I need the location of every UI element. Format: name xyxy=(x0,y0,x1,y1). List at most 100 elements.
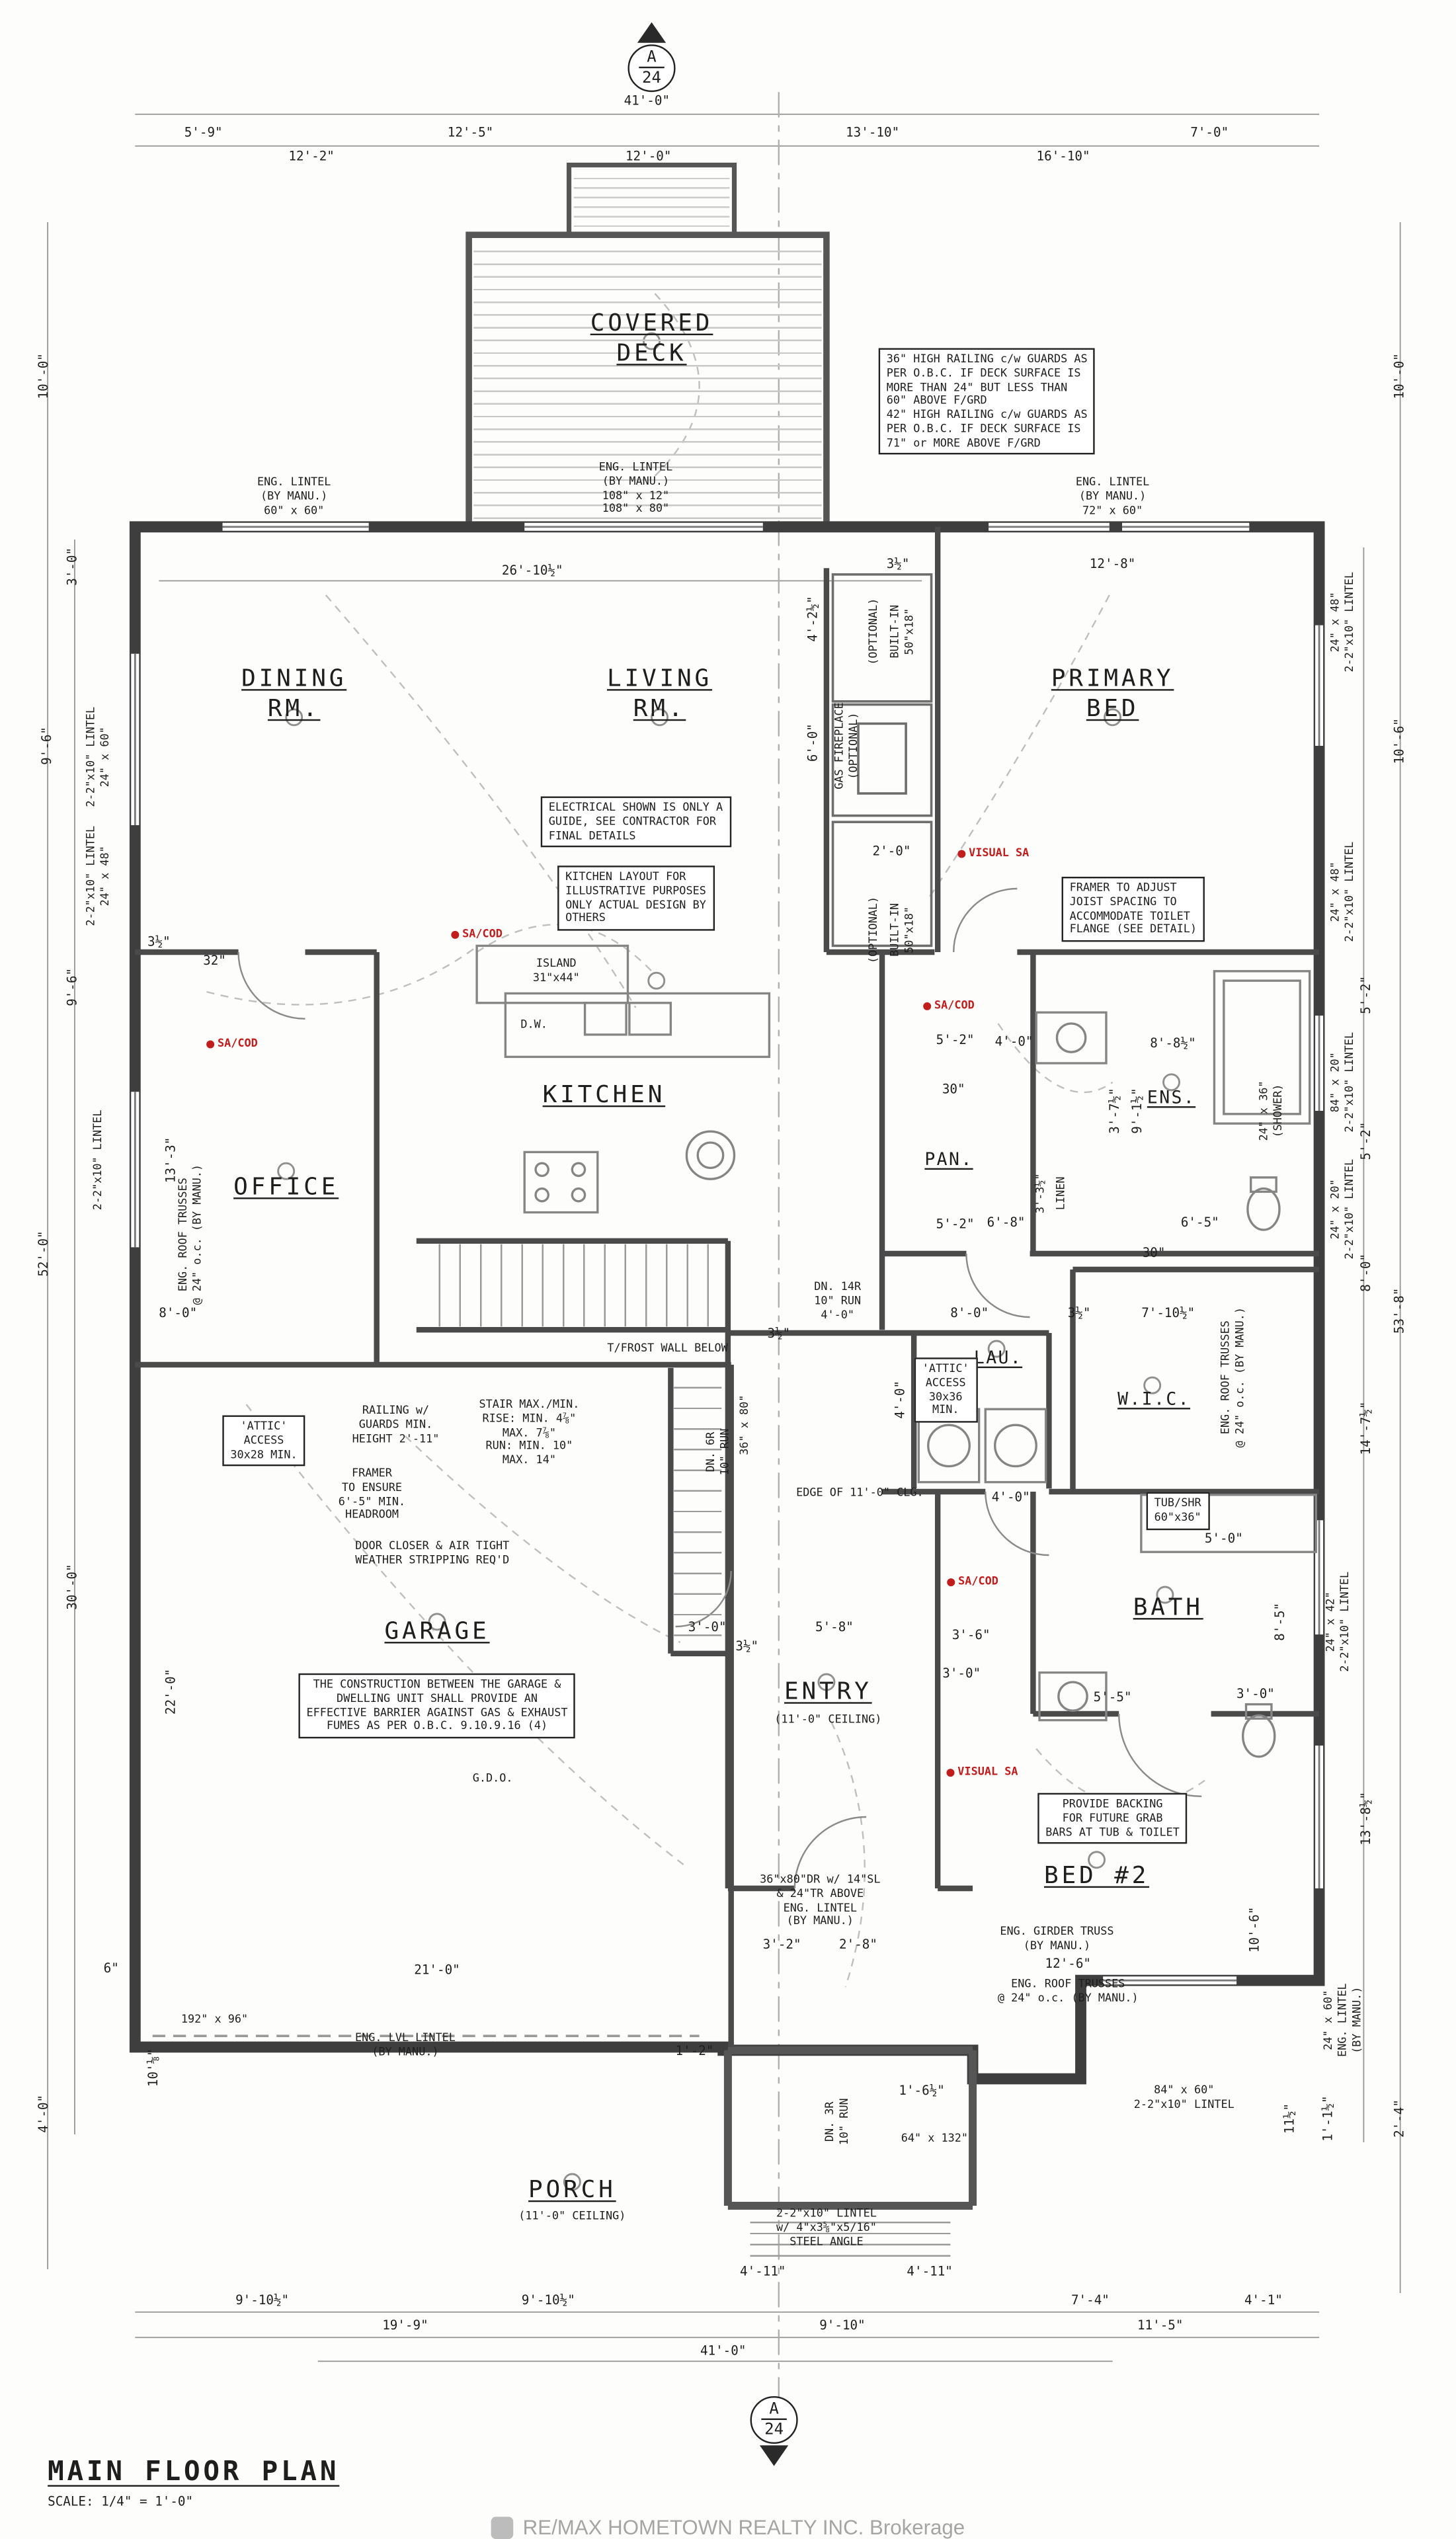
dim-label: 12'-6" xyxy=(1045,1956,1092,1971)
section-sheet: 24 xyxy=(761,2418,787,2439)
dim-label: 10'-0" xyxy=(1392,353,1407,399)
section-letter: A xyxy=(647,49,657,67)
dim-label: 12'-0" xyxy=(625,149,672,164)
lintel-label: 84" x 20" 2-2"x10" LINTEL xyxy=(1329,1031,1356,1133)
built-in-label: BUILT-IN 50"x18" xyxy=(889,604,916,659)
note-grab-bars: PROVIDE BACKING FOR FUTURE GRAB BARS AT … xyxy=(1037,1793,1188,1845)
porch-front-steps xyxy=(750,2212,951,2260)
note-attic-access: 'ATTIC' ACCESS 30x36 MIN. xyxy=(914,1357,977,1423)
dim-label: 3'-0" xyxy=(942,1666,981,1681)
dim-label: 3'-0" xyxy=(688,1620,727,1634)
dim-label: 4'-0" xyxy=(893,1380,908,1419)
room-label-laundry: LAU. xyxy=(973,1347,1023,1369)
dim-label: 30'-0" xyxy=(65,1564,80,1610)
built-in-label: BUILT-IN 50"x18" xyxy=(889,903,916,957)
eng-girder-truss-label: ENG. GIRDER TRUSS (BY MANU.) xyxy=(1000,1925,1114,1952)
dim-label: 11½" xyxy=(1282,2103,1297,2134)
lintel-label: 24" x 20" 2-2"x10" LINTEL xyxy=(1329,1158,1356,1260)
dim-label: 5'-8" xyxy=(815,1620,854,1634)
dim-label: 6'-0" xyxy=(805,723,821,762)
interior-walls xyxy=(135,526,1320,2048)
dim-label: 5'-5" xyxy=(1093,1690,1132,1705)
garage-stairs xyxy=(674,1367,722,1648)
dim-label: 4'-2½" xyxy=(805,596,821,642)
eng-roof-truss-label: ENG. ROOF TRUSSES @ 24" o.c. (BY MANU.) xyxy=(997,1978,1139,2005)
note-frost-wall: T/FROST WALL BELOW xyxy=(607,1342,728,1355)
room-label-office: OFFICE xyxy=(233,1172,339,1201)
dim-label: 5'-9" xyxy=(184,125,223,140)
stair-down-label: DN. 3R 10" RUN xyxy=(823,2098,850,2146)
dim-label: 32" xyxy=(203,953,226,968)
section-arrow-icon xyxy=(637,22,667,43)
dim-label: 9'-10½" xyxy=(235,2293,290,2308)
dim-label: 9'-6" xyxy=(40,727,54,765)
deck-stair-outline xyxy=(566,163,737,237)
dim-label: 12'-2" xyxy=(288,149,335,164)
basement-stairs xyxy=(419,1244,725,1327)
dim-label: 2'-0" xyxy=(872,844,911,859)
dim-label: 8'-5" xyxy=(1273,1602,1287,1641)
brokerage-logo-icon xyxy=(491,2516,514,2538)
dim-label: 3½" xyxy=(767,1326,791,1342)
note-deck-railing: 36" HIGH RAILING c/w GUARDS AS PER O.B.C… xyxy=(878,348,1096,455)
section-sheet: 24 xyxy=(639,66,665,87)
dim-label: 7'-4" xyxy=(1071,2293,1110,2308)
alarm-icon xyxy=(946,1767,955,1776)
note-garage-barrier: THE CONSTRUCTION BETWEEN THE GARAGE & DW… xyxy=(298,1673,576,1739)
lintel-label: 24" x 42" 2-2"x10" LINTEL xyxy=(1324,1571,1352,1672)
dim-label: 41'-0" xyxy=(700,2343,747,2358)
optional-label: (OPTIONAL) xyxy=(867,896,880,963)
dim-label: 9'-1½" xyxy=(1130,1088,1145,1134)
room-label-covered-deck: COVERED DECK xyxy=(590,308,713,367)
deck-planks xyxy=(473,239,822,522)
porch-walls xyxy=(723,2046,977,2210)
lintel-label: 2-2"x10" LINTEL xyxy=(91,1109,104,1211)
drawing-title: MAIN FLOOR PLAN xyxy=(48,2456,340,2489)
note-entry-door: 36"x80"DR w/ 14"SL & 24"TR ABOVE ENG. LI… xyxy=(760,1873,881,1928)
door-size-label: 36" x 80" xyxy=(738,1394,752,1455)
smoke-co-detector-marker: SA/COD xyxy=(206,1037,258,1051)
dim-label: 4'-11" xyxy=(740,2264,786,2279)
dim-label: 7'-10½" xyxy=(1141,1306,1195,1320)
dim-label: 4'-11" xyxy=(907,2264,953,2279)
linen-label: LINEN xyxy=(1055,1176,1068,1211)
dim-label: 10'-6" xyxy=(1247,1906,1262,1953)
room-sub-porch: (11'-0" CEILING) xyxy=(518,2210,626,2223)
dim-label: 41'-0" xyxy=(624,93,670,108)
dim-label: 1'-2" xyxy=(675,2044,714,2058)
stair-down-label: DN. 6R 10" RUN xyxy=(704,1428,731,1476)
dim-label: 3'-7½" xyxy=(1108,1088,1123,1134)
dim-label: 5'-2" xyxy=(936,1033,975,1048)
fixture-symbols xyxy=(475,944,1317,1758)
dimension-guide-lines xyxy=(47,113,1401,2362)
window-symbols xyxy=(131,522,1324,1985)
dim-label: 3½" xyxy=(735,1639,759,1654)
dim-label: 3½" xyxy=(147,934,171,949)
optional-label: (OPTIONAL) xyxy=(867,598,880,665)
lintel-label: 2-2"x10" LINTEL 24" x 48" xyxy=(84,825,112,926)
porch-opening-label: 64" x 132" xyxy=(901,2132,969,2145)
eng-roof-truss-label: ENG. ROOF TRUSSES @ 24" o.c. (BY MANU.) xyxy=(1219,1307,1246,1448)
note-attic-access: 'ATTIC' ACCESS 30x28 MIN. xyxy=(222,1415,305,1467)
dim-label: 11'-5" xyxy=(1137,2318,1184,2333)
dim-label: 4'-1" xyxy=(1244,2293,1283,2308)
dim-label: 12'-5" xyxy=(447,125,494,140)
note-electrical: ELECTRICAL SHOWN IS ONLY A GUIDE, SEE CO… xyxy=(540,796,731,848)
dim-label: 13'-8½" xyxy=(1359,1791,1373,1845)
dim-label: 5'-2" xyxy=(1359,1121,1373,1160)
dim-label: 10'-6" xyxy=(1392,718,1407,764)
dim-label: 2'-8" xyxy=(839,1937,877,1952)
eng-lintel-label: 24" x 60" ENG. LINTEL (BY MANU.) xyxy=(1322,1983,1363,2057)
ceiling-light-symbols xyxy=(277,332,1180,2191)
note-kitchen-layout: KITCHEN LAYOUT FOR ILLUSTRATIVE PURPOSES… xyxy=(557,866,714,931)
smoke-co-detector-marker: SA/COD xyxy=(923,999,975,1013)
note-edge-ceiling: EDGE OF 11'-0" CLG. xyxy=(796,1486,924,1500)
dim-label: 6'-5" xyxy=(1180,1215,1219,1230)
dim-label: 6'-8" xyxy=(987,1215,1026,1230)
dim-label: 3½" xyxy=(1067,1306,1091,1320)
dim-label: 22'-0" xyxy=(163,1668,179,1715)
dim-label: 30" xyxy=(1142,1246,1166,1260)
